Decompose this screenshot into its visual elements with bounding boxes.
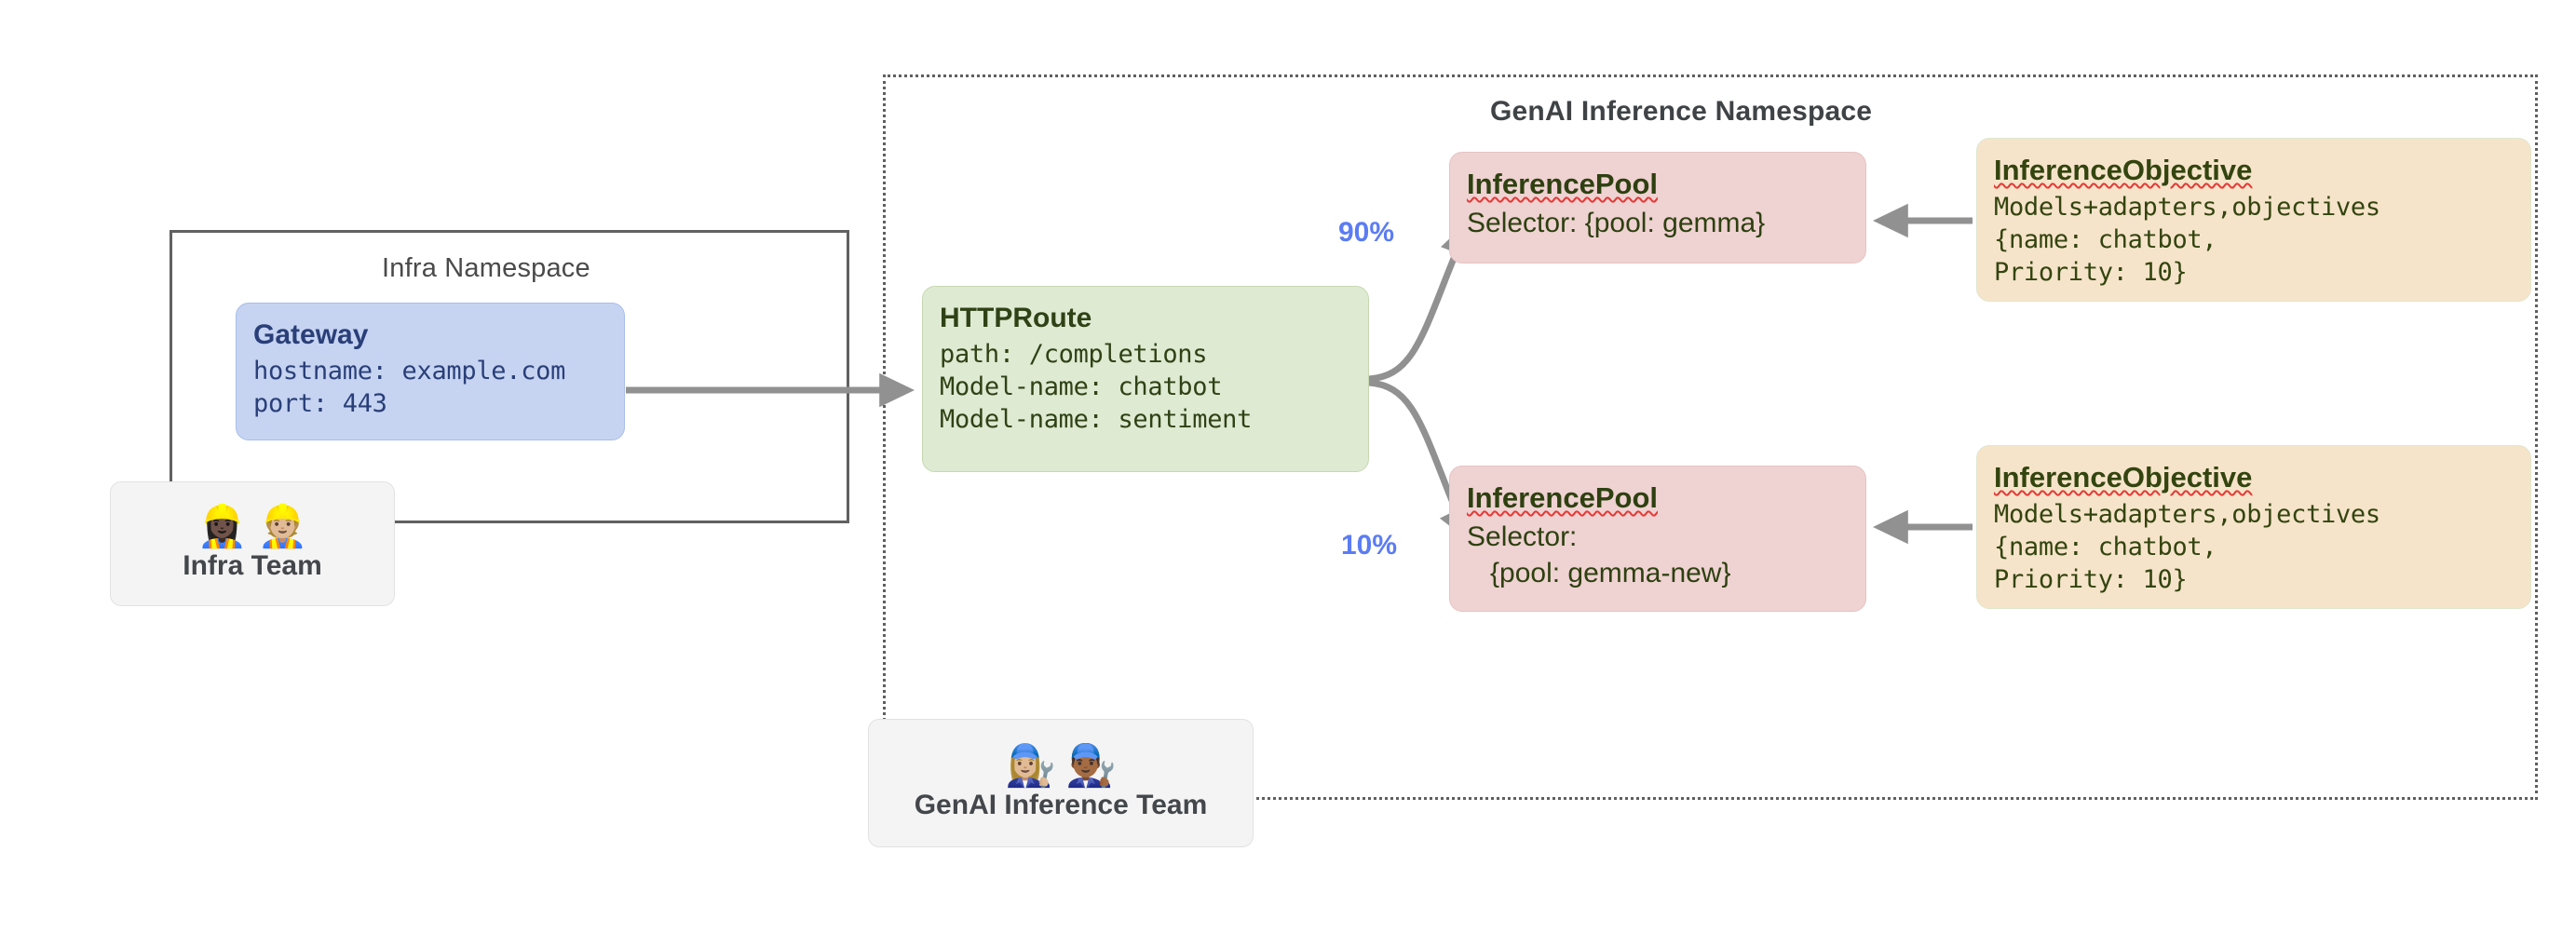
httproute-card[interactable]: HTTPRoute path: /completions Model-name:… — [922, 286, 1369, 472]
httproute-model-sentiment-line: Model-name: sentiment — [940, 405, 1253, 435]
gateway-card[interactable]: Gateway hostname: example.com port: 443 — [236, 303, 625, 440]
inferencepool-gemma-new-card[interactable]: InferencePool Selector: {pool: gemma-new… — [1449, 466, 1866, 612]
construction-worker-icon: 👷🏿‍♀️👷🏼 — [197, 503, 318, 549]
httproute-model-chatbot-line: Model-name: chatbot — [940, 372, 1223, 402]
genai-inference-team-label: GenAI Inference Team — [914, 790, 1208, 821]
inferencepool-gemma-selector-line: Selector: {pool: gemma} — [1467, 208, 1766, 239]
traffic-weight-label-10: 10% — [1341, 530, 1398, 561]
mechanic-icon: 👩🏼‍🔧👨🏾‍🔧 — [1005, 742, 1126, 789]
infra-namespace-boundary — [169, 230, 849, 523]
gateway-port-line: port: 443 — [253, 389, 387, 419]
inferenceobjective-top-name-line: {name: chatbot, — [1994, 225, 2217, 255]
inferenceobjective-bottom-priority-line: Priority: 10} — [1994, 565, 2188, 595]
inferenceobjective-bottom-card[interactable]: InferenceObjective Models+adapters,objec… — [1976, 445, 2531, 609]
inferenceobjective-top-title: InferenceObjective — [1994, 154, 2253, 186]
inferenceobjective-top-priority-line: Priority: 10} — [1994, 258, 2188, 288]
httproute-card-title: HTTPRoute — [940, 303, 1092, 333]
inferenceobjective-bottom-name-line: {name: chatbot, — [1994, 533, 2217, 562]
inferencepool-gemma-new-selector-line: Selector: — [1467, 521, 1578, 553]
genai-namespace-title: GenAI Inference Namespace — [1490, 96, 1873, 127]
infra-team-chip[interactable]: 👷🏿‍♀️👷🏼 Infra Team — [110, 481, 395, 606]
genai-namespace-boundary — [883, 74, 2538, 800]
inferencepool-gemma-title: InferencePool — [1467, 168, 1658, 200]
gateway-hostname-line: hostname: example.com — [253, 357, 566, 385]
gateway-card-title: Gateway — [253, 319, 369, 350]
traffic-weight-label-90: 90% — [1338, 217, 1395, 248]
inferencepool-gemma-new-title: InferencePool — [1467, 481, 1658, 514]
infra-team-label: Infra Team — [183, 550, 322, 582]
inferencepool-gemma-new-selector-value-line: {pool: gemma-new} — [1467, 558, 1731, 589]
inferenceobjective-bottom-title: InferenceObjective — [1994, 461, 2253, 494]
inferenceobjective-top-models-line: Models+adapters,objectives — [1994, 193, 2380, 223]
httproute-path-line: path: /completions — [940, 340, 1208, 369]
inferencepool-gemma-card[interactable]: InferencePool Selector: {pool: gemma} — [1449, 152, 1866, 264]
genai-inference-team-chip[interactable]: 👩🏼‍🔧👨🏾‍🔧 GenAI Inference Team — [868, 719, 1254, 847]
infra-namespace-title: Infra Namespace — [382, 253, 590, 283]
inferenceobjective-bottom-models-line: Models+adapters,objectives — [1994, 500, 2380, 530]
inferenceobjective-top-card[interactable]: InferenceObjective Models+adapters,objec… — [1976, 138, 2531, 302]
